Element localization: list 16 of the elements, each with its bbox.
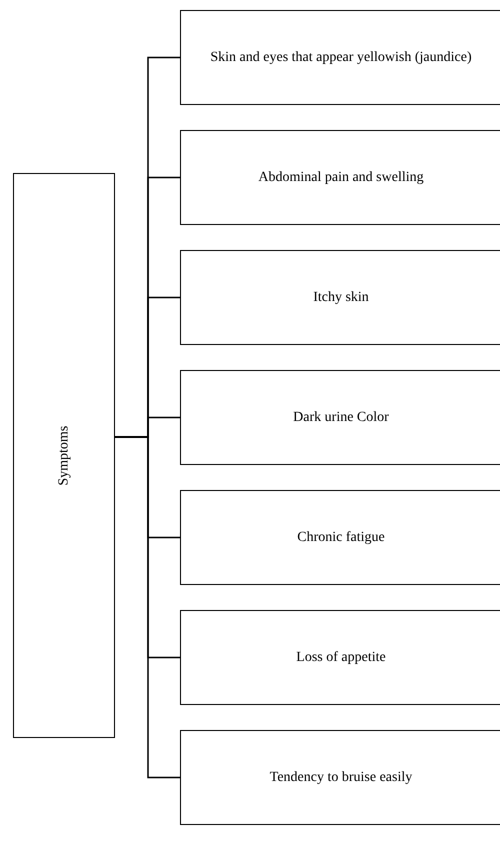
- symptom-box: [180, 130, 500, 225]
- symptom-label: Itchy skin: [313, 290, 369, 306]
- symptom-label: Loss of appetite: [296, 650, 386, 666]
- category-box: [13, 173, 115, 738]
- symptom-box: [180, 610, 500, 705]
- symptom-label: Abdominal pain and swelling: [258, 170, 424, 186]
- symptom-box: [180, 10, 500, 105]
- symptom-label: Dark urine Color: [293, 410, 389, 426]
- symptom-box: [180, 730, 500, 825]
- symptom-box: [180, 370, 500, 465]
- symptom-label: Skin and eyes that appear yellowish (jaundice): [210, 50, 472, 66]
- category-label: Symptoms: [56, 426, 72, 486]
- symptom-label: Tendency to bruise easily: [270, 770, 412, 786]
- symptom-box: [180, 490, 500, 585]
- symptom-box: [180, 250, 500, 345]
- symptom-label: Chronic fatigue: [297, 530, 385, 546]
